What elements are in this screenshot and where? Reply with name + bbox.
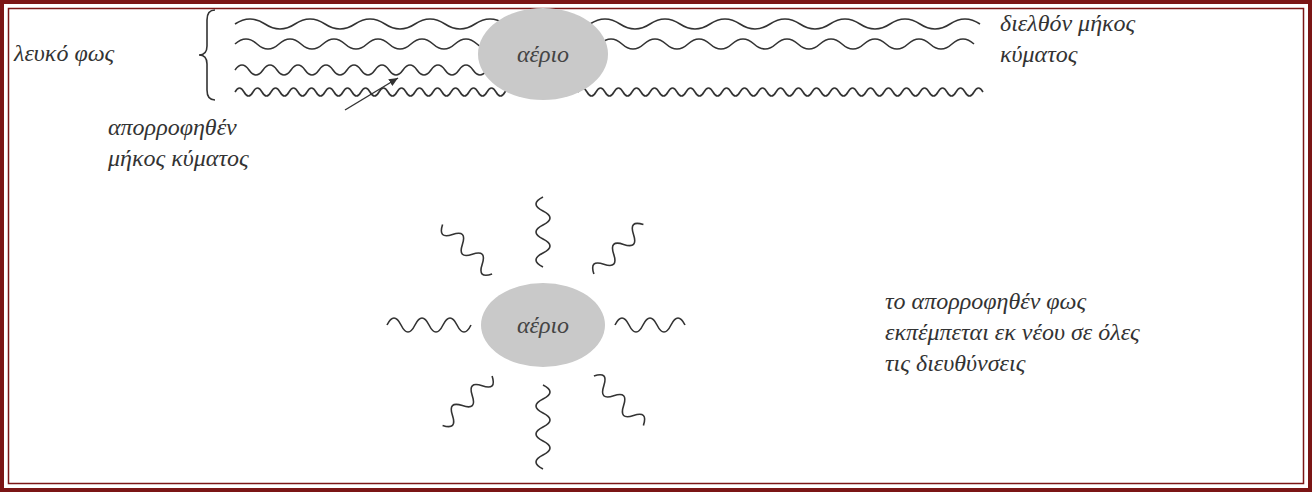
white-light-label: λευκό φως (14, 38, 194, 69)
frame-inner (9, 9, 1304, 484)
emitted-rays (387, 197, 685, 469)
gas-label: αέριο (517, 312, 569, 339)
emitted-ray (589, 220, 648, 279)
emitted-ray (589, 371, 648, 430)
emitted-ray (387, 318, 471, 332)
gas-ellipse: αέριο (478, 8, 608, 100)
gas-label: αέριο (517, 41, 569, 68)
light-wave (235, 39, 499, 49)
leader-arrow (345, 78, 398, 110)
brace (199, 10, 215, 100)
transmitted-wave (600, 39, 974, 49)
light-wave (235, 19, 505, 29)
transmitted-wave (590, 19, 980, 29)
transmitted-wave (578, 88, 983, 96)
emitted-ray (438, 220, 497, 279)
emitted-ray (438, 371, 497, 430)
emitted-ray (615, 318, 685, 332)
gas-ellipse: αέριο (481, 283, 605, 367)
emitted-ray (536, 385, 550, 469)
absorbed-wave (235, 65, 487, 75)
emitted-ray (536, 197, 550, 267)
reemission-note: το απορροφηθέν φως εκπέμπεται εκ νέου σε… (885, 286, 1143, 380)
absorbed-label: απορροφηθέν μήκος κύματος (108, 112, 288, 174)
gas-fill (478, 8, 608, 100)
gas-fill (481, 283, 605, 367)
transmitted-label: διελθόν μήκος κύματος (1000, 8, 1205, 70)
